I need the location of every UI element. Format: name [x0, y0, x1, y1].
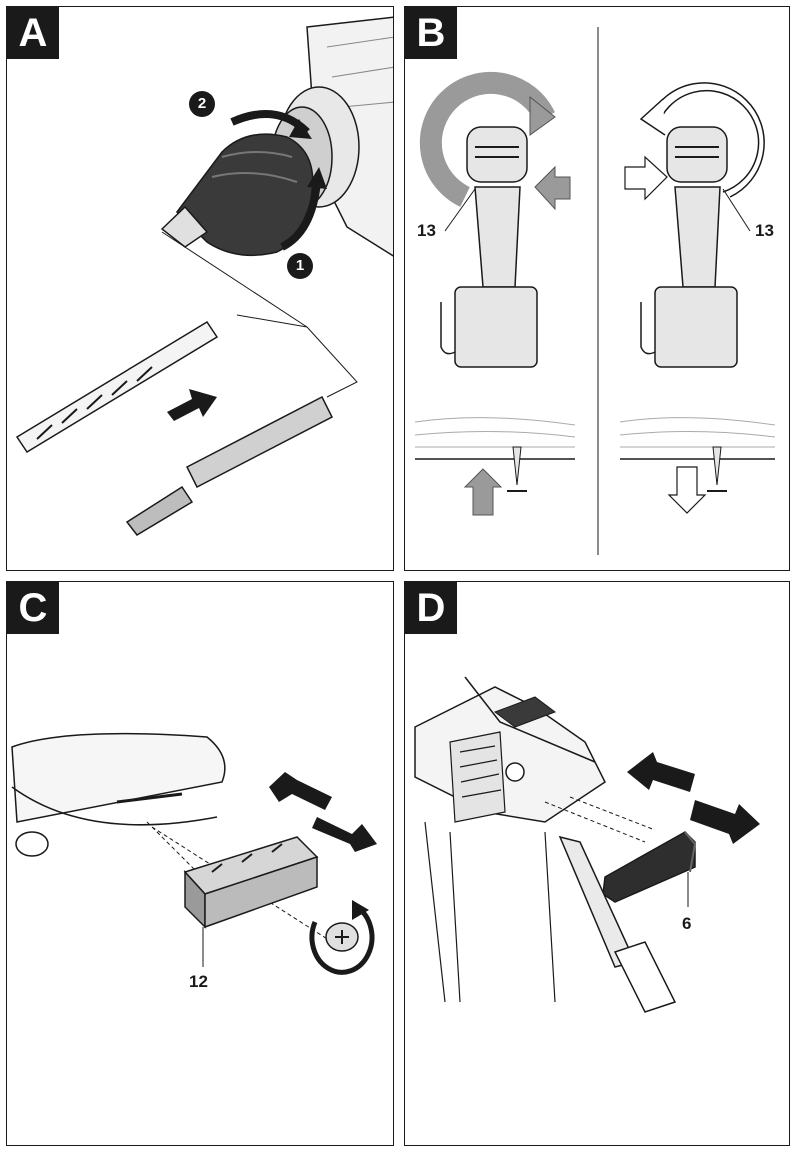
step-1-icon: 1 [287, 253, 313, 279]
drill-chuck-illustration [15, 16, 393, 536]
panel-a-label: A [7, 7, 59, 59]
callout-13-left: 13 [417, 221, 436, 240]
panel-b: B [404, 6, 790, 571]
step-2-icon: 2 [189, 91, 215, 117]
panel-a: A 2 1 [6, 6, 394, 571]
panel-c-label: C [7, 582, 59, 634]
callout-12: 12 [189, 972, 208, 991]
panel-d-label: D [405, 582, 457, 634]
bit-holder-illustration [11, 732, 377, 975]
slide-arrow-icon [269, 772, 332, 810]
panel-b-label: B [405, 7, 457, 59]
push-arrow-icon [167, 389, 217, 421]
panel-c: C 12 [6, 581, 394, 1146]
rotate-arrow-icon [529, 95, 556, 136]
direction-switch-illustration [414, 27, 776, 555]
belt-clip-illustration [414, 676, 760, 1013]
callout-6: 6 [682, 914, 692, 933]
panel-d: D 6 [404, 581, 790, 1146]
callout-13-right: 13 [755, 221, 774, 240]
